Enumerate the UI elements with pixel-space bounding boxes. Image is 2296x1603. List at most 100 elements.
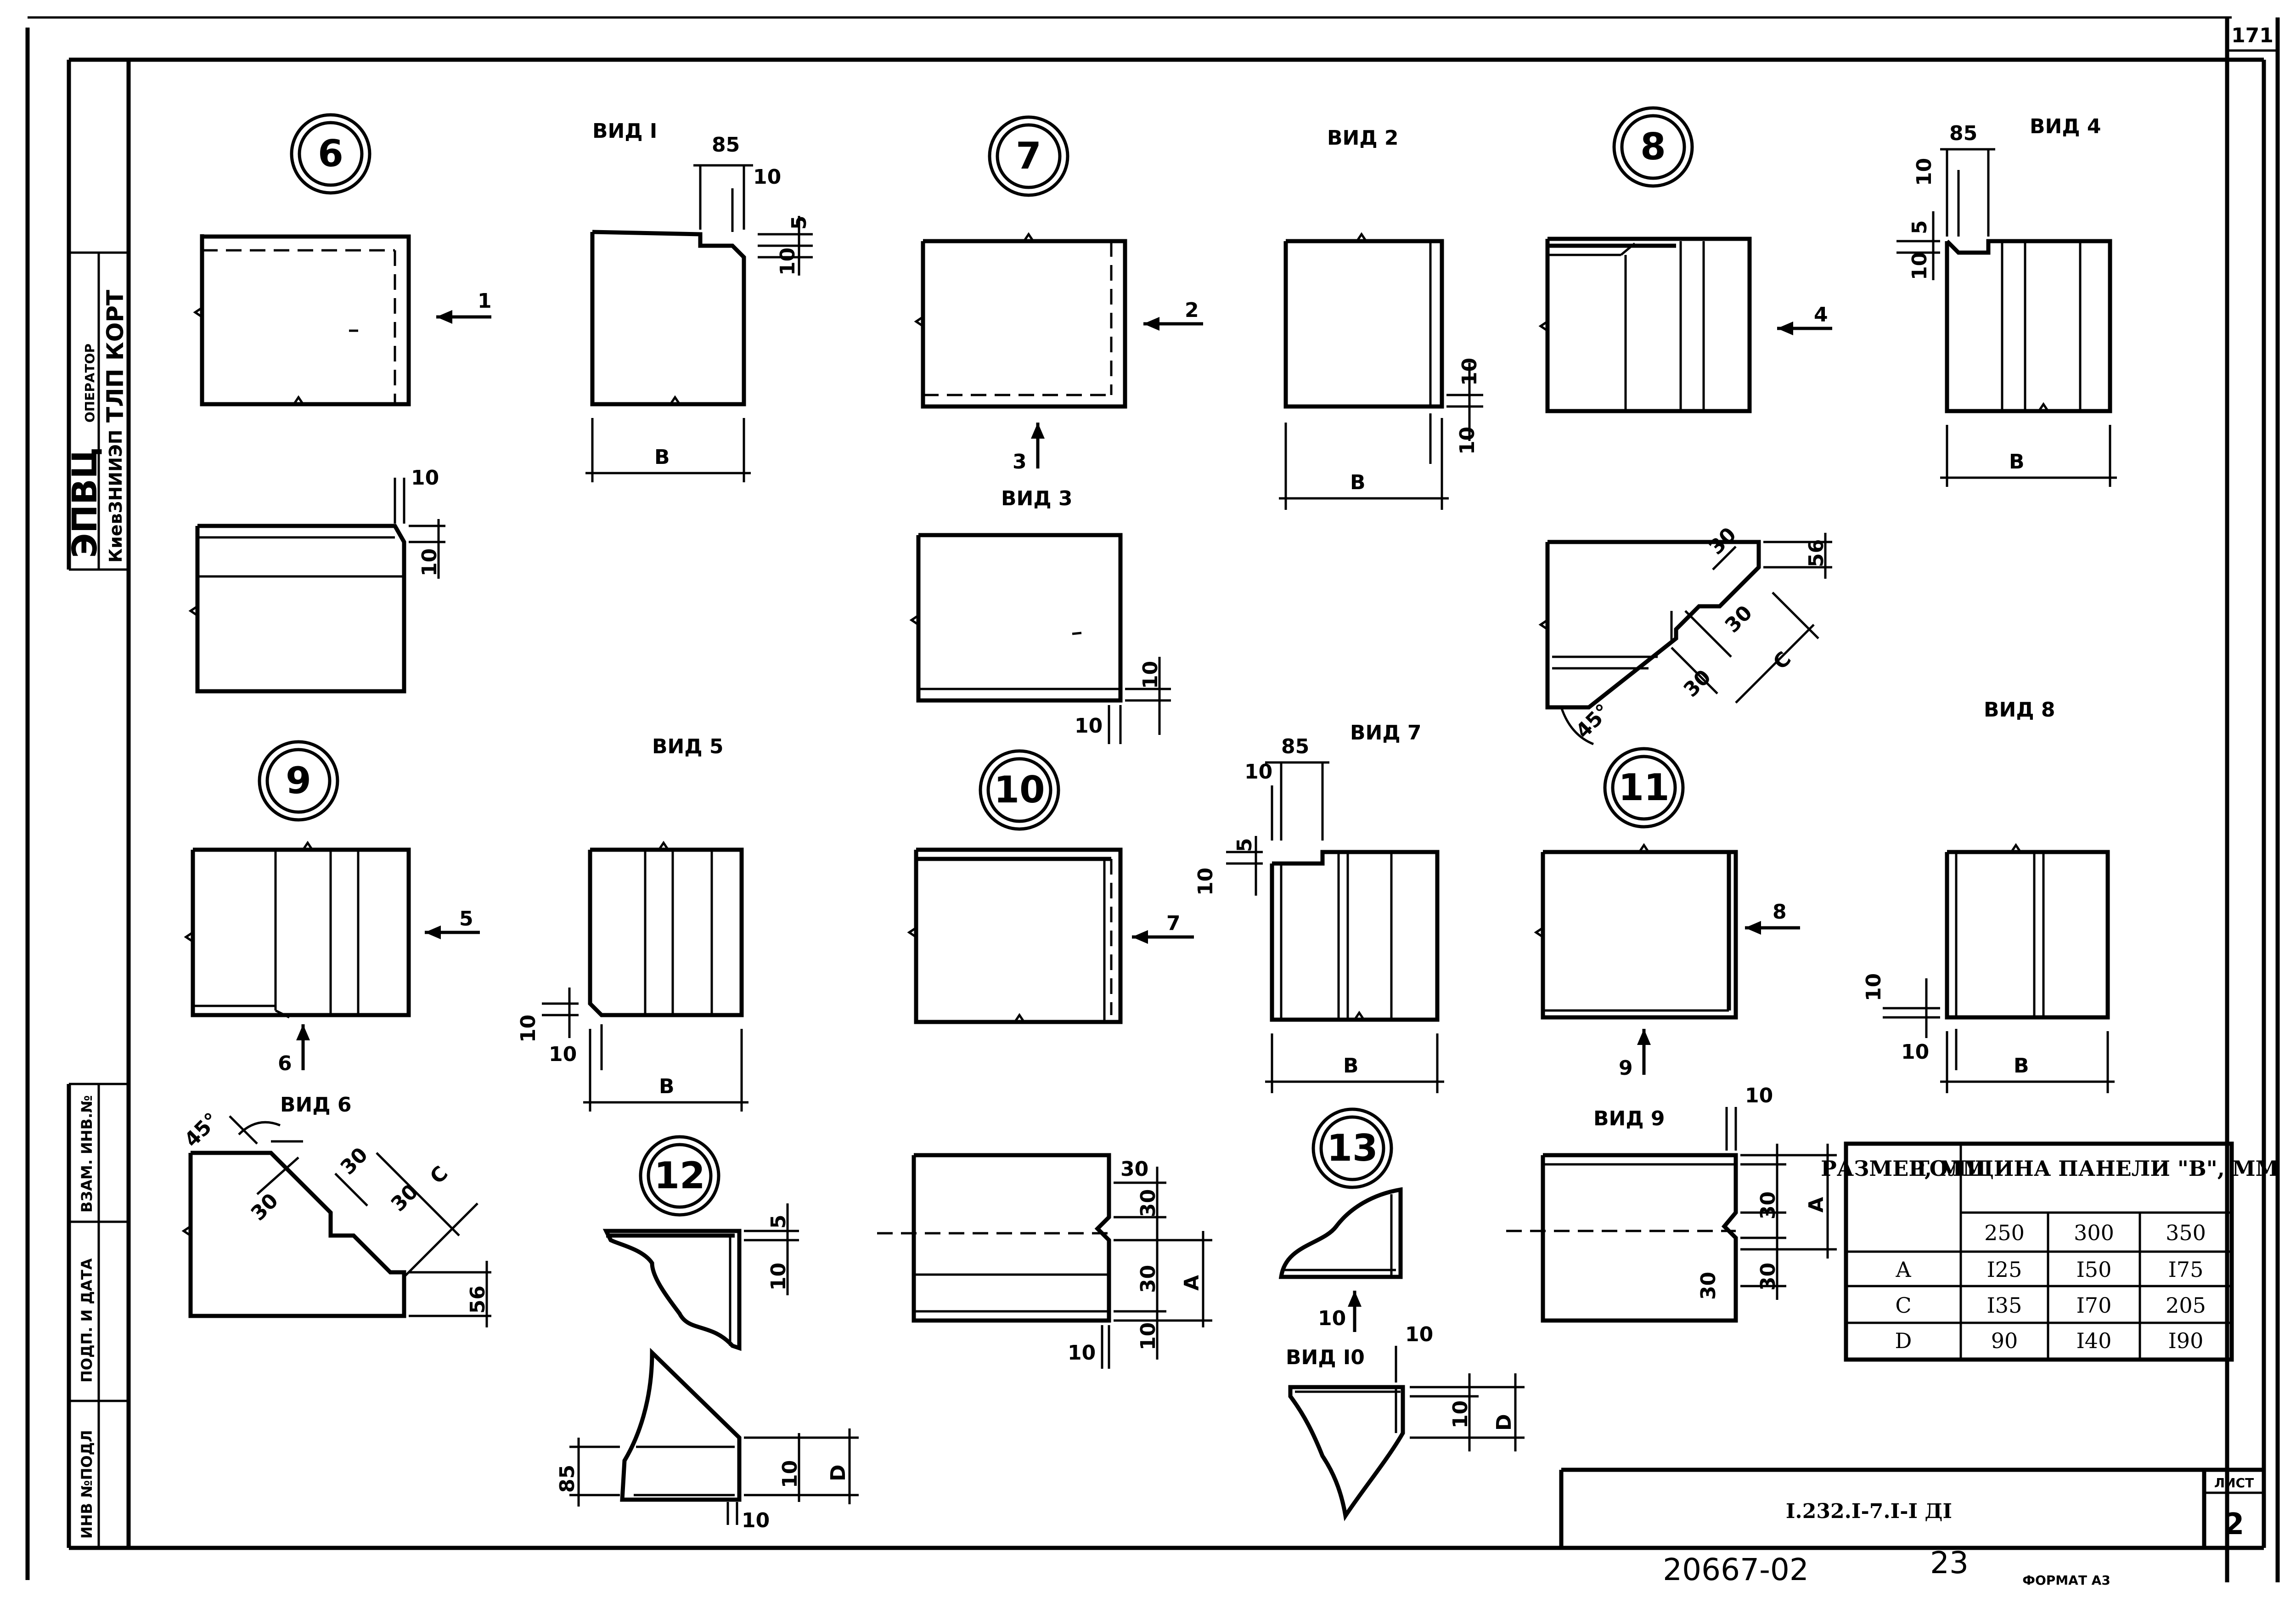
svg-text:30: 30 <box>1756 1191 1780 1219</box>
svg-text:10: 10 <box>753 165 781 189</box>
svg-text:10: 10 <box>742 1509 770 1532</box>
arrow-7: 7 <box>1132 912 1194 944</box>
view-3-drawing: 10 10 <box>909 533 1171 744</box>
node-8: 8 <box>1612 106 1694 188</box>
stamp-operator-name: ТЛП КОРТ <box>102 290 129 423</box>
arrow-5-label: 5 <box>459 907 473 931</box>
node-8-label: 8 <box>1640 125 1666 168</box>
page-number: 23 <box>1930 1545 1969 1580</box>
svg-text:10: 10 <box>411 466 439 490</box>
left-strip-replace: ВЗАМ. ИНВ.№ <box>78 1095 96 1213</box>
sheet-number: 2 <box>2224 1507 2245 1541</box>
arrow-8-label: 8 <box>1773 900 1787 924</box>
svg-text:85: 85 <box>712 133 740 157</box>
view-6-drawing: 45° 30 30 30 С 56 <box>180 1108 491 1327</box>
arrow-2: 2 <box>1143 299 1203 331</box>
view-4-drawing: В 85 10 5 10 <box>1896 122 2117 487</box>
svg-text:В: В <box>1343 1054 1359 1078</box>
arrow-4-label: 4 <box>1814 303 1828 327</box>
sheet-frame <box>25 16 2280 1582</box>
node-11: 11 <box>1603 747 1685 829</box>
svg-text:85: 85 <box>1281 735 1309 758</box>
svg-text:85: 85 <box>556 1465 579 1493</box>
node-8-plan <box>1538 237 1752 413</box>
svg-text:10: 10 <box>776 248 799 276</box>
node-10-label: 10 <box>994 768 1045 811</box>
node-8-section: 45° 30 30 С 30 56 <box>1538 523 1832 745</box>
arrow-6: 6 <box>278 1024 310 1075</box>
svg-text:30: 30 <box>1679 665 1716 701</box>
node-6-plan <box>193 234 411 406</box>
svg-text:5: 5 <box>1908 220 1931 234</box>
table-row-a-250: I25 <box>1987 1257 2022 1282</box>
svg-text:10: 10 <box>1405 1323 1433 1346</box>
svg-text:30: 30 <box>1705 523 1741 559</box>
table-col-250: 250 <box>1984 1220 2025 1245</box>
arrow-10: 10 <box>1318 1291 1362 1332</box>
svg-text:10: 10 <box>1901 1040 1929 1064</box>
svg-text:10: 10 <box>1194 868 1217 896</box>
svg-text:В: В <box>659 1075 675 1098</box>
table-row-d-350: I90 <box>2168 1328 2204 1353</box>
svg-text:10: 10 <box>1913 158 1936 186</box>
stamp-operator-label: ОПЕРАТОР <box>82 344 97 423</box>
table-col-300: 300 <box>2074 1220 2114 1245</box>
arrow-10-label: 10 <box>1318 1307 1346 1330</box>
svg-text:10: 10 <box>1137 1322 1160 1350</box>
document-code: I.232.I-7.I-I ДI <box>1786 1500 1952 1523</box>
view-label-5: ВИД 5 <box>652 735 723 758</box>
node-9-label: 9 <box>286 759 311 802</box>
table-corner-header: РАЗМЕР, ММ <box>1821 1156 1986 1181</box>
svg-text:30: 30 <box>387 1180 423 1216</box>
arrow-8: 8 <box>1745 900 1800 935</box>
table-row-a-300: I50 <box>2077 1257 2112 1282</box>
svg-text:30: 30 <box>1137 1189 1160 1217</box>
table-group-header: ТОЛЩИНА ПАНЕЛИ "В", ММ <box>1913 1156 2279 1181</box>
svg-text:В: В <box>654 446 670 469</box>
node-6-label: 6 <box>318 132 343 175</box>
node-6: 6 <box>290 113 371 195</box>
svg-text:30: 30 <box>247 1189 283 1225</box>
node-9: 9 <box>258 740 339 822</box>
archive-number: 20667-02 <box>1663 1552 1809 1587</box>
svg-text:А: А <box>1180 1275 1204 1291</box>
table-row-d-250: 90 <box>1991 1328 2018 1353</box>
svg-text:30: 30 <box>1756 1263 1780 1291</box>
sheet-corner-number: 171 <box>2231 24 2273 47</box>
table-col-350: 350 <box>2166 1220 2206 1245</box>
node-10: 10 <box>979 749 1060 831</box>
node-12: 12 <box>639 1135 720 1217</box>
svg-text:10: 10 <box>1244 760 1272 784</box>
sheet-label: ЛИСТ <box>2214 1475 2254 1490</box>
svg-text:10: 10 <box>549 1043 577 1066</box>
arrow-9: 9 <box>1619 1029 1651 1080</box>
arrow-2-label: 2 <box>1185 299 1199 322</box>
table-row-c-250: I35 <box>1987 1293 2022 1318</box>
arrow-5: 5 <box>425 907 480 939</box>
svg-text:D: D <box>1492 1414 1516 1431</box>
arrow-1-label: 1 <box>478 289 492 313</box>
arrow-1: 1 <box>436 289 492 324</box>
svg-text:10: 10 <box>767 1263 790 1291</box>
node-9-plan <box>184 841 411 1019</box>
svg-text:56: 56 <box>466 1286 490 1314</box>
node-11-label: 11 <box>1618 766 1669 809</box>
svg-text:В: В <box>1350 471 1366 494</box>
svg-text:С: С <box>1769 647 1796 674</box>
table-row-c-350: 205 <box>2166 1293 2206 1318</box>
node-13-label: 13 <box>1327 1127 1378 1169</box>
view-label-4: ВИД 4 <box>2030 115 2101 138</box>
arrow-7-label: 7 <box>1166 912 1181 935</box>
table-row-c-300: I70 <box>2077 1293 2112 1318</box>
svg-text:10: 10 <box>517 1015 540 1043</box>
svg-text:30: 30 <box>1697 1272 1720 1300</box>
svg-text:5: 5 <box>788 215 811 230</box>
node-6-section <box>188 524 406 694</box>
view-label-7: ВИД 7 <box>1350 721 1421 745</box>
center-section: 30 30 30 А 10 10 <box>877 1153 1212 1369</box>
view-8-drawing: В 10 10 <box>1862 843 2115 1093</box>
svg-text:10: 10 <box>778 1460 802 1488</box>
svg-text:30: 30 <box>1120 1157 1148 1181</box>
svg-text:10: 10 <box>1139 661 1162 689</box>
